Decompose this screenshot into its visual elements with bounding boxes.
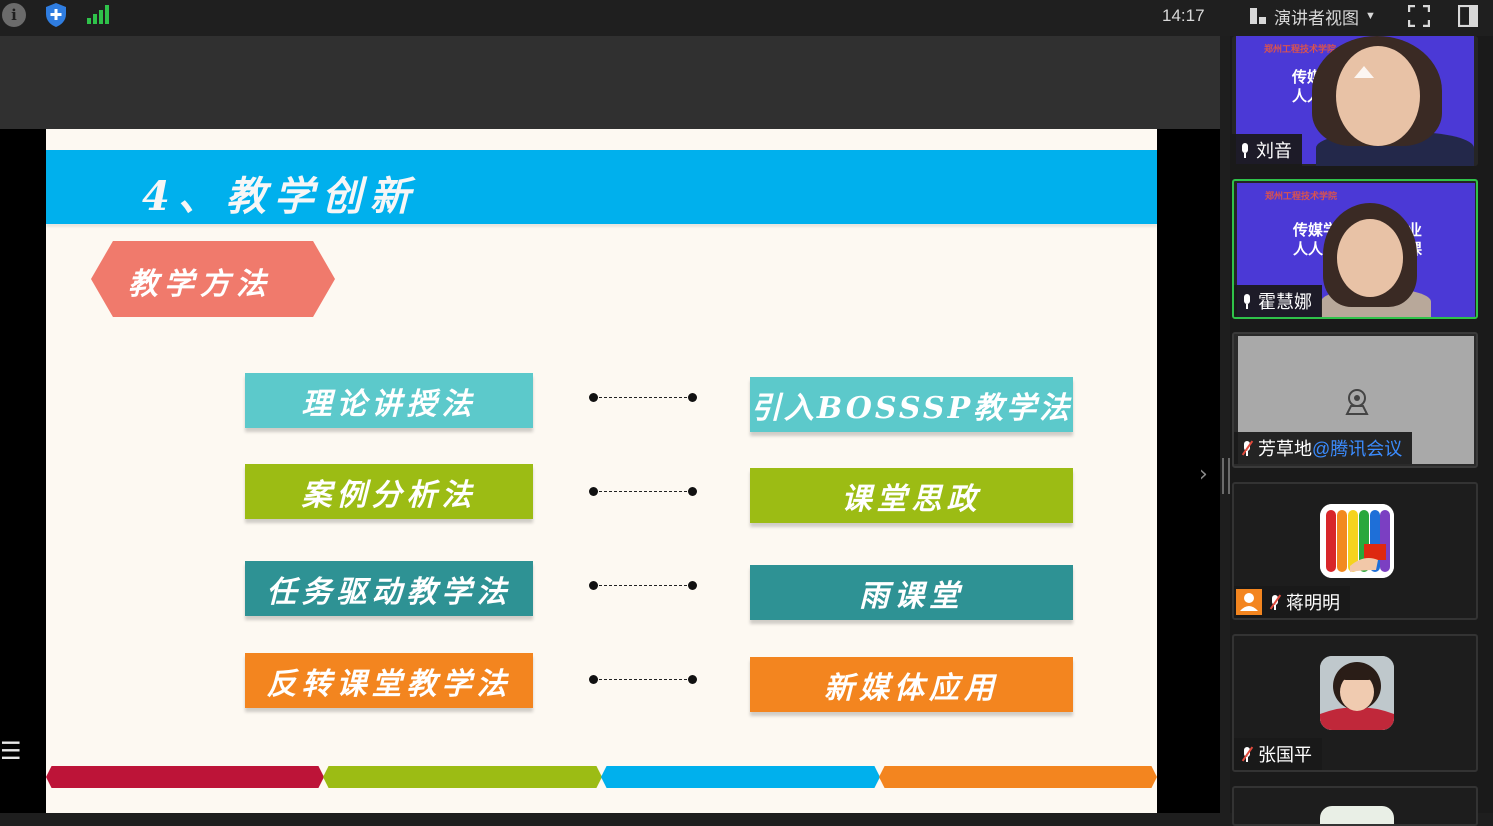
view-mode-label: 演讲者视图 bbox=[1274, 8, 1359, 28]
layout-icon bbox=[1250, 8, 1266, 24]
participant-tile[interactable]: 郑州工程技术学院 传媒 人人 刘音 bbox=[1232, 36, 1478, 166]
participant-name: 霍慧娜 bbox=[1258, 292, 1312, 312]
method-box-left: 反转课堂教学法 bbox=[245, 653, 533, 708]
participant-video: 郑州工程技术学院 传媒 人人 bbox=[1236, 36, 1474, 166]
slide-title: 4、教学创新 bbox=[142, 173, 418, 220]
mic-muted-icon bbox=[1241, 745, 1254, 762]
participant-name: 刘音 bbox=[1256, 141, 1292, 161]
meeting-clock: 14:17 bbox=[1162, 6, 1205, 25]
method-box-right: 引入BOSSSP教学法 bbox=[750, 377, 1073, 432]
method-box-left: 任务驱动教学法 bbox=[245, 561, 533, 616]
video-slide-text: 人人 bbox=[1293, 240, 1324, 258]
participant-tile[interactable]: 张国平 bbox=[1232, 634, 1478, 772]
participant-name: 蒋明明 bbox=[1286, 593, 1340, 613]
user-icon bbox=[1236, 589, 1262, 615]
participant-face bbox=[1336, 46, 1420, 146]
decorative-strips bbox=[46, 766, 1157, 788]
section-label: 教学方法 bbox=[128, 267, 272, 302]
stage-top-band bbox=[0, 36, 1220, 129]
fullscreen-icon[interactable] bbox=[1408, 5, 1430, 27]
mic-muted-icon bbox=[1241, 439, 1254, 456]
avatar bbox=[1320, 656, 1394, 730]
raise-hand-icon bbox=[1354, 66, 1374, 78]
method-box-right: 新媒体应用 bbox=[750, 657, 1073, 712]
side-panel-icon[interactable] bbox=[1458, 5, 1478, 27]
college-logo-text: 郑州工程技术学院 bbox=[1265, 192, 1338, 202]
mic-icon bbox=[1242, 293, 1252, 309]
strip-blue bbox=[601, 766, 880, 788]
top-bar: i 14:17 演讲者视图 ▼ bbox=[0, 0, 1493, 36]
strip-orange bbox=[879, 766, 1157, 788]
chevron-down-icon: ▼ bbox=[1365, 10, 1376, 22]
list-icon[interactable]: ☰ bbox=[0, 737, 22, 765]
avatar bbox=[1320, 806, 1394, 824]
college-logo-text: 郑州工程技术学院 bbox=[1264, 45, 1337, 55]
method-connector bbox=[589, 675, 697, 684]
signal-icon[interactable] bbox=[86, 4, 110, 24]
participant-tile[interactable] bbox=[1232, 786, 1478, 826]
avatar bbox=[1320, 504, 1394, 578]
participant-face bbox=[1337, 219, 1403, 297]
mic-icon bbox=[1240, 142, 1250, 158]
participant-room-label: @腾讯会议 bbox=[1312, 439, 1403, 459]
method-box-right: 雨课堂 bbox=[750, 565, 1073, 620]
method-box-left: 理论讲授法 bbox=[245, 373, 533, 428]
method-connector bbox=[589, 393, 697, 402]
participant-name: 芳草地 bbox=[1258, 439, 1312, 459]
method-box-right: 课堂思政 bbox=[750, 468, 1073, 523]
strip-red bbox=[46, 766, 324, 788]
participant-tile[interactable]: 蒋明明 bbox=[1232, 482, 1478, 620]
slide-title-bar: 4、教学创新 bbox=[46, 150, 1157, 224]
method-connector bbox=[589, 581, 697, 590]
mic-muted-icon bbox=[1269, 593, 1282, 610]
room-device-icon bbox=[1345, 389, 1369, 415]
strip-green bbox=[323, 766, 602, 788]
section-hexagon bbox=[91, 241, 335, 317]
method-connector bbox=[589, 487, 697, 496]
participant-tile-active[interactable]: 郑州工程技术学院 传媒学 人人 业 课 霍慧娜 bbox=[1232, 179, 1478, 319]
participant-tile[interactable]: 芳草地@腾讯会议 bbox=[1232, 332, 1478, 468]
method-box-left: 案例分析法 bbox=[245, 464, 533, 519]
shield-icon[interactable] bbox=[44, 2, 68, 28]
view-mode-button[interactable]: 演讲者视图 ▼ bbox=[1250, 3, 1376, 29]
panel-resize-handle[interactable] bbox=[1222, 458, 1230, 494]
shared-slide: 4、教学创新 教学方法 理论讲授法 引入BOSSSP教学法 案例分析法 课堂思政… bbox=[46, 129, 1157, 813]
participant-name: 张国平 bbox=[1258, 745, 1312, 765]
info-icon[interactable]: i bbox=[2, 3, 26, 27]
chevron-right-icon[interactable]: › bbox=[1199, 462, 1208, 487]
